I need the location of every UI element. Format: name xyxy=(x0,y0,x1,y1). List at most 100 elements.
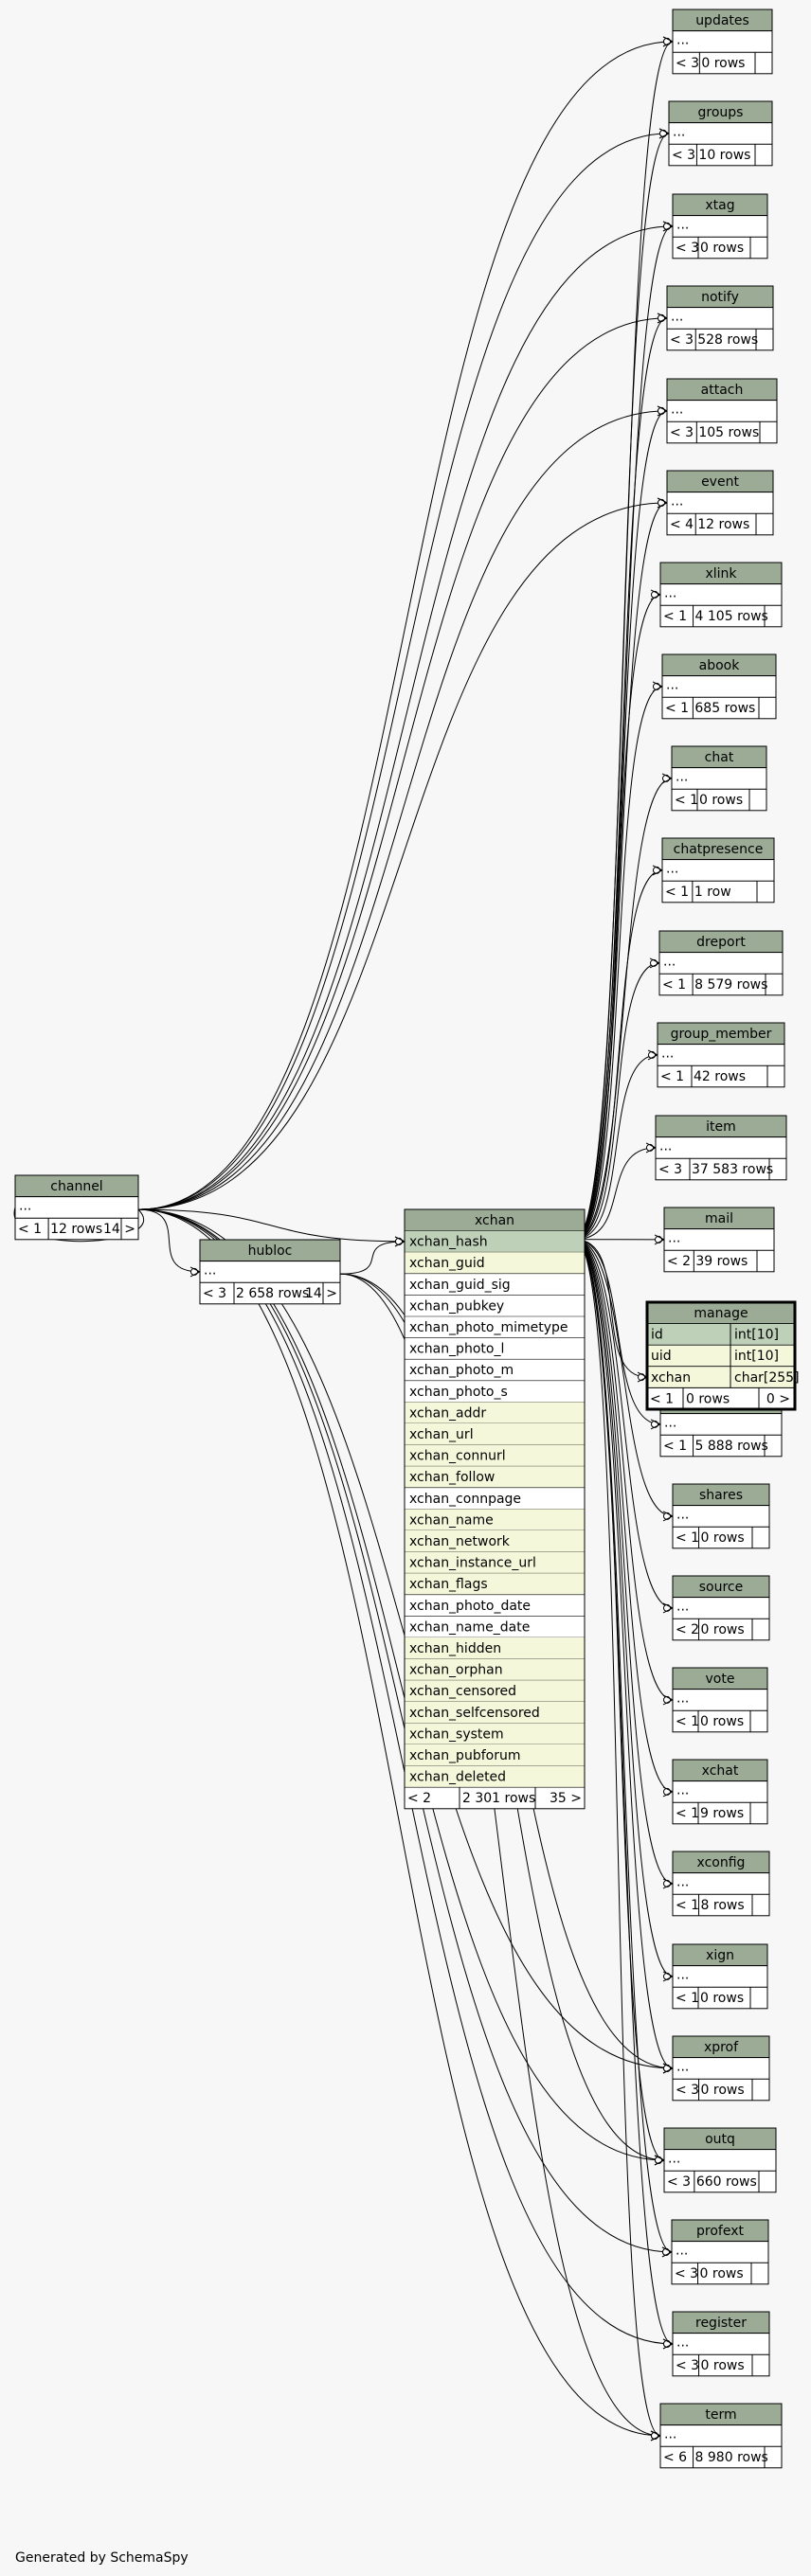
parent-count: < 1 xyxy=(665,885,689,900)
ellipsis-row: ... xyxy=(676,33,689,48)
column-row-fill xyxy=(648,1367,794,1387)
column-xchan-connpage: xchan_connpage xyxy=(409,1492,521,1507)
row-count: 0 rows xyxy=(700,2266,744,2281)
column-xchan-name-date: xchan_name_date xyxy=(409,1619,530,1635)
parent-count: < 1 xyxy=(676,1898,699,1913)
table-name: dreport xyxy=(696,935,746,950)
row-count: 660 rows xyxy=(696,2174,757,2190)
column-row-fill xyxy=(405,1765,585,1788)
row-count: 12 rows xyxy=(50,1222,102,1237)
ellipsis-row: ... xyxy=(668,2152,680,2167)
relationship-line xyxy=(574,1239,674,1885)
parent-count: < 3 xyxy=(672,148,695,163)
column-row-fill xyxy=(405,1530,585,1552)
ellipsis-row: ... xyxy=(19,1199,31,1214)
ellipsis-row: ... xyxy=(664,586,676,601)
column-xchan-hidden: xchan_hidden xyxy=(409,1641,501,1656)
column-row-fill xyxy=(405,1402,585,1423)
relationship-line xyxy=(574,1239,674,1609)
column-row-fill xyxy=(405,1423,585,1445)
column-row-fill xyxy=(648,1324,794,1345)
column-xchan-pubforum: xchan_pubforum xyxy=(409,1748,520,1763)
column-xchan-guid-sig: xchan_guid_sig xyxy=(409,1278,511,1293)
column-row-fill xyxy=(405,1551,585,1574)
parent-count: < 3 xyxy=(203,1286,226,1301)
row-count: 0 rows xyxy=(686,1391,730,1406)
column-row-fill xyxy=(405,1466,585,1488)
ellipsis-row: ... xyxy=(664,1416,676,1431)
table-name: xprof xyxy=(704,2040,739,2055)
row-count: 10 rows xyxy=(698,148,750,163)
relationship-line xyxy=(574,410,668,1241)
column-row-fill xyxy=(648,1345,794,1367)
relationship-line xyxy=(574,1239,648,1378)
parent-count: < 2 xyxy=(676,1622,699,1637)
relationship-line xyxy=(574,962,660,1241)
row-count: 2 301 rows xyxy=(462,1791,535,1806)
relationship-line xyxy=(137,1208,665,2161)
parent-count: < 1 xyxy=(676,1991,699,2006)
ellipsis-row: ... xyxy=(673,125,685,140)
relationship-line xyxy=(574,317,668,1241)
relationship-line xyxy=(339,1241,406,1275)
table-name: abook xyxy=(699,658,741,673)
relationship-line xyxy=(574,502,668,1241)
table-name: hubloc xyxy=(248,1243,293,1259)
column-row-fill xyxy=(405,1723,585,1744)
row-count: 0 rows xyxy=(701,1622,745,1637)
row-count: 1 row xyxy=(694,885,731,900)
column-row-fill xyxy=(405,1680,585,1702)
ellipsis-row: ... xyxy=(671,494,683,510)
column-xchan-network: xchan_network xyxy=(409,1534,511,1549)
row-count: 39 rows xyxy=(695,1254,748,1269)
ellipsis-row: ... xyxy=(664,2427,676,2442)
ellipsis-row: ... xyxy=(676,770,688,785)
column-xchan-name: xchan_name xyxy=(409,1512,494,1528)
relationship-line xyxy=(574,869,663,1241)
column-xchan-photo-m: xchan_photo_m xyxy=(409,1363,514,1378)
parent-count: < 1 xyxy=(663,609,687,624)
table-name: xconfig xyxy=(697,1855,746,1870)
ellipsis-row: ... xyxy=(668,1231,680,1246)
column-xchan-url: xchan_url xyxy=(409,1427,474,1442)
table-name: vote xyxy=(706,1672,735,1687)
relationship-line xyxy=(574,594,661,1241)
relationship-line xyxy=(574,1239,661,2437)
table-xchan[interactable]: xchanxchan_hashxchan_guidxchan_guid_sigx… xyxy=(404,1208,586,1810)
column-xchan-censored: xchan_censored xyxy=(409,1684,516,1699)
row-count: 12 rows xyxy=(697,517,749,532)
relationship-line xyxy=(574,778,673,1241)
row-count: 0 rows xyxy=(701,2083,745,2098)
parent-count: < 1 xyxy=(676,1530,699,1546)
table-name: register xyxy=(695,2316,747,2331)
parent-count: < 1 xyxy=(650,1391,674,1406)
